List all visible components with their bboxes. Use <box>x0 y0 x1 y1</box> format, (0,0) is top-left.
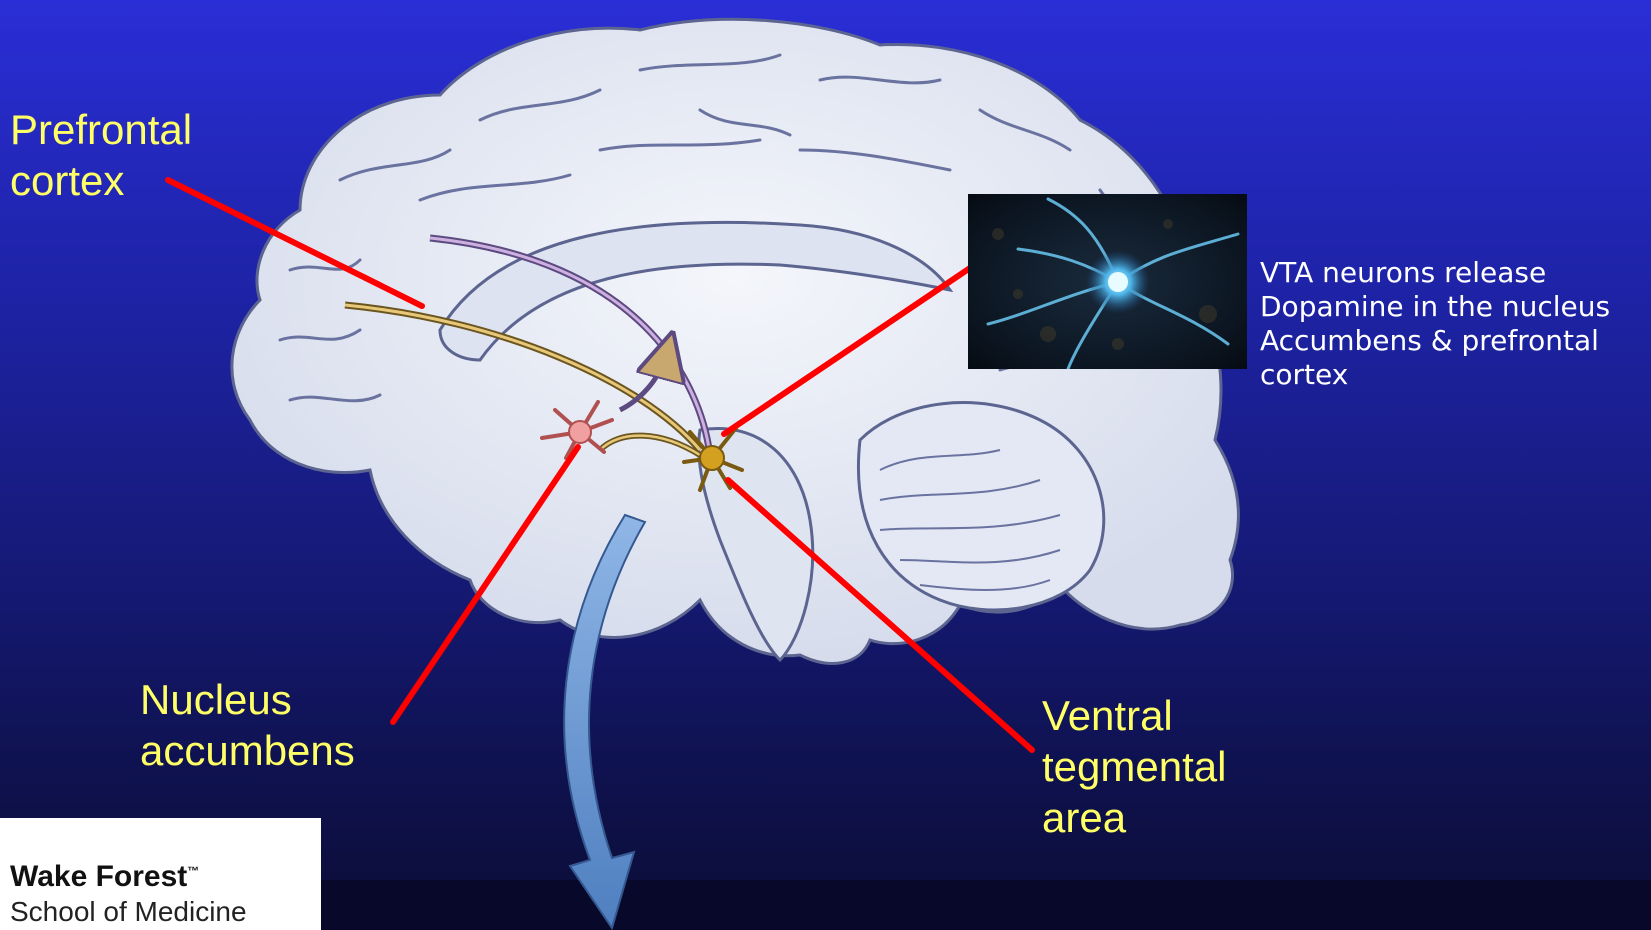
neuron-micrograph-image <box>968 194 1247 369</box>
caption-vta-dopamine: VTA neurons release Dopamine in the nucl… <box>1260 256 1650 392</box>
label-ventral-tegmental-area: Ventral tegmental area <box>1042 690 1302 843</box>
wake-forest-logo: Wake Forest™ School of Medicine <box>0 818 321 930</box>
neuron-glow-icon <box>968 194 1247 369</box>
logo-name-text: Wake Forest <box>10 860 187 893</box>
logo-trademark: ™ <box>187 864 199 878</box>
label-prefrontal-cortex: Prefrontal cortex <box>10 104 270 206</box>
label-nucleus-accumbens: Nucleus accumbens <box>140 674 440 776</box>
logo-name: Wake Forest™ <box>10 860 199 894</box>
logo-subtitle: School of Medicine <box>10 896 247 928</box>
